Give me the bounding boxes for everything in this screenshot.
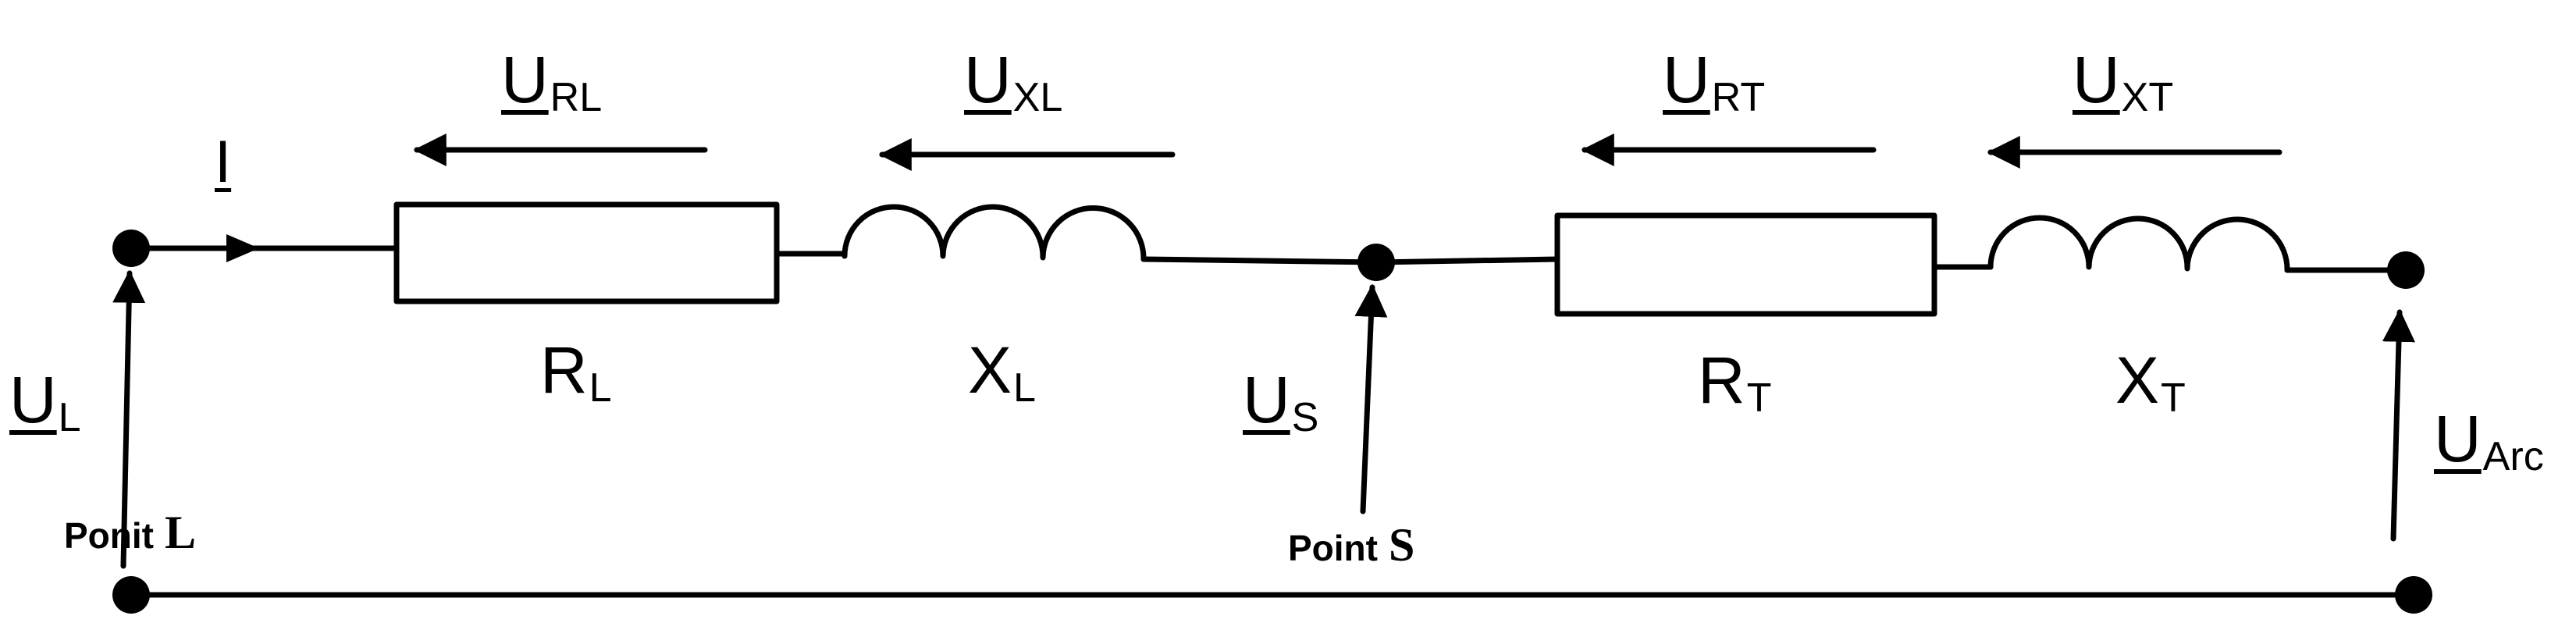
label-u-rt-main: U xyxy=(1663,43,1710,116)
label-r-t: RT xyxy=(1698,347,1771,418)
label-u-s: US xyxy=(1243,367,1318,438)
label-u-xt-sub: XT xyxy=(2121,75,2174,121)
label-u-l: UL xyxy=(9,367,81,438)
label-u-rt-sub: RT xyxy=(1711,75,1766,121)
label-u-xl-sub: XL xyxy=(1012,75,1063,121)
label-r-l-sub: L xyxy=(589,365,612,411)
label-r-l-main: R xyxy=(540,333,588,407)
label-current: I xyxy=(215,133,231,192)
node-bottom-left xyxy=(112,576,150,614)
label-u-xt: UXT xyxy=(2073,47,2173,118)
label-u-rt: URT xyxy=(1663,47,1765,118)
label-x-t: XT xyxy=(2115,347,2186,418)
inductor-xt xyxy=(1987,215,2290,273)
node-right-top xyxy=(2387,251,2425,289)
current-arrowhead xyxy=(226,234,259,262)
label-u-rl-main: U xyxy=(501,43,549,116)
label-u-l-main: U xyxy=(9,363,57,436)
label-r-l: RL xyxy=(540,337,612,408)
label-x-l-sub: L xyxy=(1013,365,1036,411)
label-u-arc-sub: Arc xyxy=(2482,434,2544,480)
label-current-main: I xyxy=(215,129,232,195)
label-x-l: XL xyxy=(968,337,1036,408)
label-r-t-main: R xyxy=(1698,343,1745,417)
arrow-u-s xyxy=(1354,283,1388,514)
label-u-arc-main: U xyxy=(2434,402,2482,475)
resistor-rt xyxy=(1554,212,1937,317)
label-point-s-letter: S xyxy=(1388,519,1415,571)
label-x-t-main: X xyxy=(2115,343,2160,417)
resistor-rl xyxy=(393,201,780,304)
label-u-rl-sub: RL xyxy=(550,75,603,121)
label-x-l-main: X xyxy=(968,333,1012,407)
arrow-u-arc xyxy=(2382,308,2415,542)
label-r-t-sub: T xyxy=(1746,376,1772,422)
arrow-u-l xyxy=(112,269,146,569)
wire-xl-to-point-s xyxy=(1140,256,1381,265)
node-point-l xyxy=(112,230,150,267)
label-u-xl-main: U xyxy=(964,43,1012,116)
label-point-s-text: Point xyxy=(1288,528,1378,568)
node-bottom-right xyxy=(2395,576,2432,614)
label-u-s-sub: S xyxy=(1291,395,1319,441)
label-point-l-text: Ponit xyxy=(64,515,154,556)
label-u-rl: URL xyxy=(501,47,602,118)
label-u-xl: UXL xyxy=(964,47,1062,118)
inductor-xl xyxy=(841,204,1147,262)
label-u-arc: UArc xyxy=(2434,406,2544,477)
label-point-l-letter: L xyxy=(164,507,197,558)
wire-point-s-to-rt xyxy=(1375,256,1560,265)
label-u-xt-main: U xyxy=(2073,43,2120,116)
label-u-s-main: U xyxy=(1243,363,1290,436)
label-x-t-sub: T xyxy=(2161,376,2186,422)
label-u-l-sub: L xyxy=(58,395,81,441)
node-point-s xyxy=(1357,244,1395,281)
